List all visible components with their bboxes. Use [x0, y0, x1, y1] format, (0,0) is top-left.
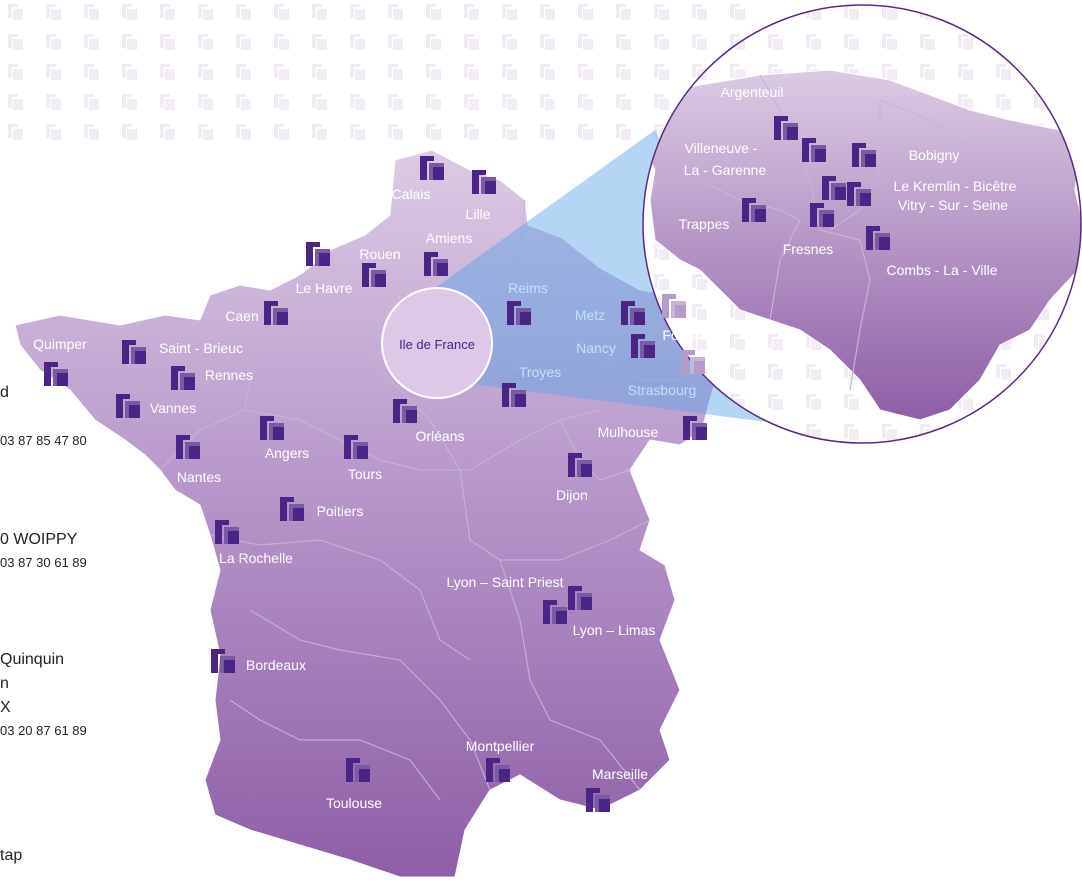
city-label: Rennes — [205, 367, 253, 383]
location-marker-icon[interactable] — [176, 435, 200, 459]
city-label: Amiens — [426, 230, 473, 246]
zoom-city-label: Combs - La - Ville — [886, 262, 997, 278]
city-label: Caen — [225, 308, 258, 324]
location-marker-icon[interactable] — [211, 649, 235, 673]
zoom-circle — [642, 4, 1082, 444]
location-marker-icon[interactable] — [586, 788, 610, 812]
location-marker-icon[interactable] — [122, 340, 146, 364]
city-label: Nancy — [576, 340, 616, 356]
sidebar-fragment-2: 03 87 85 47 80 — [0, 433, 87, 448]
city-label: Orléans — [415, 428, 464, 444]
city-label: Vannes — [150, 400, 196, 416]
location-marker-icon[interactable] — [507, 301, 531, 325]
location-marker-icon[interactable] — [44, 362, 68, 386]
location-marker-icon[interactable] — [116, 394, 140, 418]
city-label: Poitiers — [317, 503, 364, 519]
city-label: Forbach — [662, 327, 713, 343]
location-marker-icon[interactable] — [306, 242, 330, 266]
location-marker-icon[interactable] — [215, 520, 239, 544]
location-marker-icon[interactable] — [264, 301, 288, 325]
city-label: Montpellier — [466, 738, 535, 754]
location-marker-icon[interactable] — [631, 334, 655, 358]
location-marker-icon[interactable] — [866, 226, 890, 250]
zoom-city-label: La - Garenne — [684, 162, 767, 178]
city-label: La Rochelle — [219, 550, 293, 566]
city-label: Troyes — [519, 364, 561, 380]
markers-layer — [44, 116, 890, 812]
zoom-city-label: Argenteuil — [720, 84, 783, 100]
location-marker-icon[interactable] — [774, 116, 798, 140]
location-marker-icon[interactable] — [852, 143, 876, 167]
sidebar-fragment-1: d — [0, 384, 9, 401]
city-label: Rouen — [359, 246, 400, 262]
location-marker-icon[interactable] — [742, 198, 766, 222]
sidebar-fragment-4: 03 87 30 61 89 — [0, 555, 87, 570]
sidebar-fragment-7: X — [0, 699, 11, 716]
background-pattern — [0, 0, 760, 140]
location-marker-icon[interactable] — [502, 383, 526, 407]
city-label: Lyon – Saint Priest — [447, 574, 564, 590]
sidebar-fragment-5: Quinquin — [0, 651, 65, 668]
zoom-city-label: Fresnes — [783, 241, 834, 257]
location-marker-icon[interactable] — [662, 294, 686, 318]
location-marker-icon[interactable] — [543, 600, 567, 624]
ile-de-france-badge[interactable] — [381, 287, 493, 399]
location-marker-icon[interactable] — [822, 176, 846, 200]
city-label: Dijon — [556, 487, 588, 503]
city-label: Lyon – Limas — [573, 622, 656, 638]
location-marker-icon[interactable] — [486, 758, 510, 782]
city-label: Toulouse — [326, 795, 382, 811]
location-marker-icon[interactable] — [472, 170, 496, 194]
location-marker-icon[interactable] — [681, 350, 705, 374]
location-marker-icon[interactable] — [683, 416, 707, 440]
city-label: Tours — [348, 466, 382, 482]
location-marker-icon[interactable] — [171, 366, 195, 390]
city-label: Bordeaux — [246, 657, 306, 673]
location-marker-icon[interactable] — [420, 156, 444, 180]
location-marker-icon[interactable] — [847, 182, 871, 206]
zoom-city-label: Vitry - Sur - Seine — [898, 197, 1008, 213]
location-marker-icon[interactable] — [810, 203, 834, 227]
region-borders — [159, 199, 713, 801]
sidebar-fragment-8: 03 20 87 61 89 — [0, 723, 87, 738]
zoom-city-label: Villeneuve - — [685, 140, 758, 156]
sidebar-fragment-6: n — [0, 675, 9, 692]
location-marker-icon[interactable] — [280, 497, 304, 521]
location-marker-icon[interactable] — [568, 453, 592, 477]
location-marker-icon[interactable] — [346, 758, 370, 782]
city-label: Marseille — [592, 766, 648, 782]
city-label: Metz — [575, 307, 605, 323]
city-label: Nantes — [177, 469, 221, 485]
location-marker-icon[interactable] — [568, 586, 592, 610]
location-marker-icon[interactable] — [802, 138, 826, 162]
city-label: Saint - Brieuc — [159, 340, 243, 356]
city-label: Lille — [466, 206, 491, 222]
location-marker-icon[interactable] — [260, 416, 284, 440]
zoom-city-label: Le Kremlin - Bicêtre — [894, 178, 1017, 194]
city-label: Calais — [392, 186, 431, 202]
location-marker-icon[interactable] — [424, 252, 448, 276]
city-label: Strasbourg — [628, 382, 696, 398]
city-label: Reims — [508, 280, 548, 296]
location-marker-icon[interactable] — [344, 435, 368, 459]
city-label: Quimper — [33, 336, 87, 352]
location-marker-icon[interactable] — [621, 301, 645, 325]
city-label: Le Havre — [296, 280, 353, 296]
city-label: Angers — [265, 445, 309, 461]
location-marker-icon[interactable] — [362, 263, 386, 287]
zoom-city-label: Trappes — [679, 216, 730, 232]
city-label: Mulhouse — [598, 424, 659, 440]
sidebar-fragment-3: 0 WOIPPY — [0, 531, 78, 548]
sidebar-fragment-9: tap — [0, 847, 23, 864]
zoom-city-label: Bobigny — [909, 147, 960, 163]
ile-de-france-label: Ile de France — [399, 337, 475, 352]
location-marker-icon[interactable] — [393, 399, 417, 423]
